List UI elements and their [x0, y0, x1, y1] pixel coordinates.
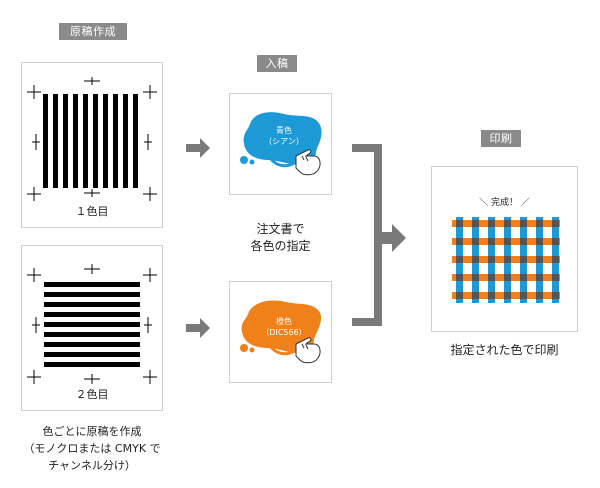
instruction-line1: 注文書で	[256, 222, 305, 236]
panel-color2	[21, 245, 163, 411]
panel-blue-spec: 青色 （シアン）	[229, 93, 332, 195]
pointing-hand-icon	[295, 149, 321, 176]
blue-blob-line1: 青色	[276, 126, 292, 135]
header-print: 印刷	[481, 130, 521, 147]
panel-orange-spec: 橙色 （DIC566）	[229, 281, 332, 383]
arrow-right-icon	[186, 318, 210, 338]
caption-bottom-line3: チャンネル分け）	[48, 459, 136, 472]
header-original: 原稿作成	[59, 23, 127, 40]
header-submission: 入稿	[257, 55, 297, 72]
complete-label: ＼ 完成！ ／	[479, 198, 530, 208]
orange-blob-line1: 橙色	[276, 317, 292, 326]
pointing-hand-icon	[295, 337, 321, 364]
vertical-stripes-artwork	[27, 77, 157, 201]
horizontal-stripes-artwork	[27, 264, 157, 384]
instruction-line2: 各色の指定	[250, 239, 311, 253]
caption-printed: 指定された色で印刷	[450, 343, 559, 357]
caption-bottom-line1: 色ごとに原稿を作成	[42, 425, 142, 438]
panel-printed-result: ＼ 完成！ ／	[431, 166, 578, 332]
blue-blob-line2: （シアン）	[264, 137, 304, 146]
caption-color2: ２色目	[75, 388, 109, 401]
caption-color1: １色目	[75, 205, 109, 218]
panel-color1	[21, 62, 163, 228]
caption-bottom-line2: （モノクロまたは CMYK で	[23, 442, 161, 455]
orange-ink-blob	[240, 300, 322, 364]
blue-ink-blob	[240, 112, 322, 176]
orange-blob-line2: （DIC566）	[261, 328, 307, 337]
merge-bracket-arrow	[352, 144, 406, 326]
overprint-grid-artwork	[452, 217, 560, 303]
arrow-right-icon	[186, 138, 210, 158]
